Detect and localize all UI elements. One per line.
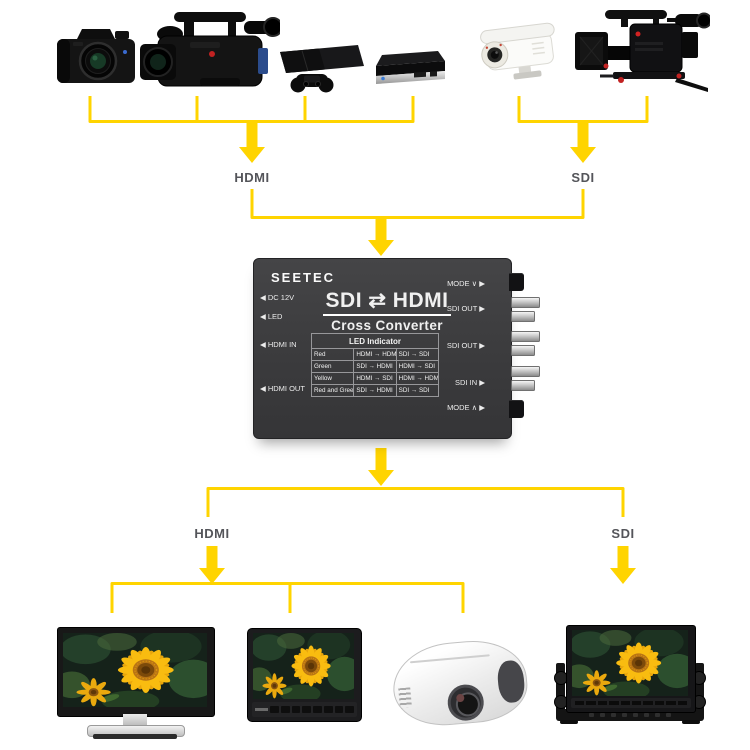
converter-input-arrow <box>368 217 394 256</box>
led-indicator-table: LED Indicator Red HDMI → HDMI SDI → SDI … <box>310 333 440 397</box>
led-mode: HDMI → HDMI <box>353 348 397 361</box>
camcorder-icon <box>140 12 280 87</box>
port-label-mode-down: MODE ∨ ▶ <box>447 279 485 288</box>
led-mode: SDI → HDMI <box>353 384 397 397</box>
converter-subtitle: Cross Converter <box>331 318 443 333</box>
desktop-monitor-icon <box>57 627 215 739</box>
converter-output-arrow <box>368 448 394 486</box>
sdi-out-1-connector <box>511 297 540 322</box>
led-table-header: LED Indicator <box>311 333 439 349</box>
sdi-hdmi-cross-converter: SEETEC SDI ⇄ HDMI Cross Converter ◀ DC 1… <box>253 258 540 439</box>
cctv-camera-icon <box>480 22 555 80</box>
led-mode: SDI → SDI <box>395 348 440 361</box>
converter-title: SDI ⇄ HDMI <box>322 288 452 316</box>
led-mode: HDMI → SDI <box>395 360 440 373</box>
port-label-hdmi-out: ◀ HDMI OUT <box>260 384 305 393</box>
projector-icon <box>389 636 533 730</box>
led-mode: SDI → SDI <box>395 384 440 397</box>
port-label-led: ◀ LED <box>260 312 283 321</box>
led-color: Yellow <box>310 372 355 385</box>
led-mode: SDI → HDMI <box>353 360 397 373</box>
hdmi-input-label: HDMI <box>234 170 270 185</box>
dslr-camera-icon <box>57 29 135 83</box>
led-color: Red and Green <box>310 384 355 397</box>
led-mode: HDMI → SDI <box>353 372 397 385</box>
set-top-box-icon <box>376 51 445 84</box>
sdi-input-label: SDI <box>571 170 595 185</box>
mode-down-button <box>509 273 524 291</box>
brand-logo: SEETEC <box>271 270 336 285</box>
cinema-camera-rig-icon <box>575 10 710 92</box>
broadcast-monitor-icon <box>554 625 706 725</box>
mode-up-button <box>509 400 524 418</box>
hdmi-input-bus-line <box>88 96 415 123</box>
port-label-sdi-out-2: SDI OUT ▶ <box>446 341 485 350</box>
sdi-in-connector <box>511 366 540 391</box>
hdmi-input-arrow <box>239 122 265 163</box>
led-color: Red <box>310 348 355 361</box>
led-mode: HDMI → HDMI <box>395 372 440 385</box>
sdi-out-2-connector <box>511 331 540 356</box>
output-split-line <box>206 487 625 517</box>
port-label-sdi-in: SDI IN ▶ <box>455 378 485 387</box>
sdi-output-arrow <box>610 546 636 584</box>
field-monitor-icon <box>247 628 362 722</box>
port-label-dc12v: ◀ DC 12V <box>260 293 295 302</box>
led-color: Green <box>310 360 355 373</box>
port-label-mode-up: MODE ∧ ▶ <box>447 403 485 412</box>
monitor-button-row <box>252 702 357 717</box>
hdmi-output-arrow <box>199 546 225 584</box>
sdi-input-bus-line <box>517 96 649 123</box>
sdi-input-arrow <box>570 122 596 163</box>
game-console-icon <box>280 45 364 93</box>
port-label-sdi-out-1: SDI OUT ▶ <box>446 304 485 313</box>
monitor-button-row <box>571 698 691 708</box>
projector-lens <box>446 683 486 723</box>
port-label-hdmi-in: ◀ HDMI IN <box>260 340 297 349</box>
hdmi-output-bus-line <box>110 582 465 613</box>
converter-title-block: SDI ⇄ HDMI Cross Converter <box>302 288 472 333</box>
hdmi-output-label: HDMI <box>194 526 230 541</box>
sdi-output-label: SDI <box>611 526 635 541</box>
input-merge-line <box>250 189 585 219</box>
